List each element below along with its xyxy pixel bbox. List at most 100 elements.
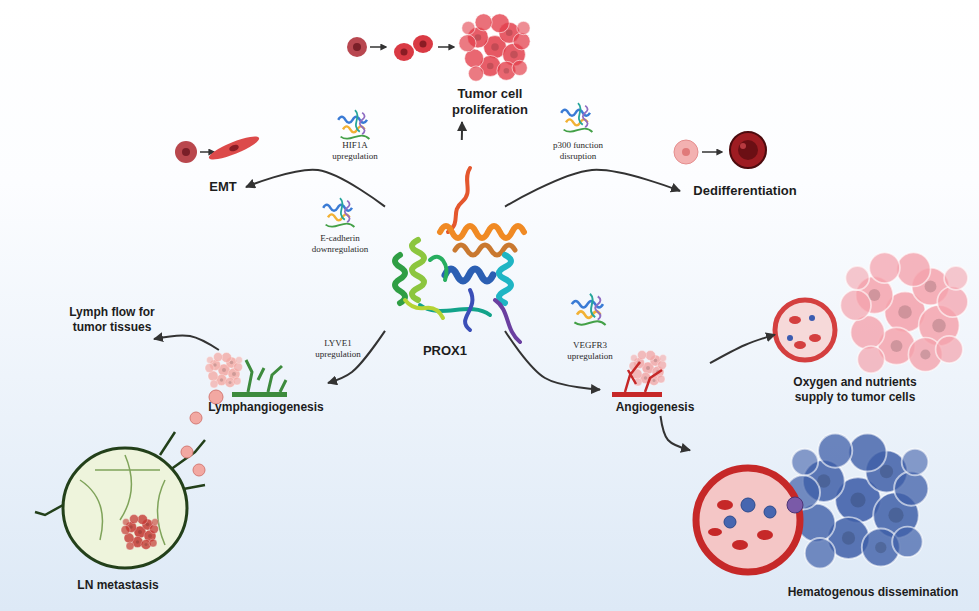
edge-label: HIF1A upregulation xyxy=(320,140,390,162)
node-label: Dedifferentiation xyxy=(680,183,810,199)
dissemination-illustration xyxy=(708,528,722,536)
nutrient-supply-illustration xyxy=(809,334,821,342)
node-label: Angiogenesis xyxy=(600,400,710,415)
lymph-node-illustration xyxy=(181,446,193,458)
prox1-protein-structure xyxy=(412,240,424,300)
outcome-node: Dedifferentiation xyxy=(680,180,810,202)
lymph-node-illustration xyxy=(190,412,202,424)
outcome-node: Tumor cell proliferation xyxy=(440,86,540,122)
angiogenesis-illustration xyxy=(612,351,667,398)
prox1-protein-structure xyxy=(499,255,511,303)
prox1-protein-structure xyxy=(440,226,524,238)
dissemination-illustration xyxy=(724,516,736,528)
lymphangiogenesis-illustration xyxy=(246,360,286,392)
prox1-protein-structure xyxy=(448,168,470,232)
emt-illustration xyxy=(175,141,197,163)
proliferation-illustration xyxy=(413,35,433,53)
protein-icon xyxy=(323,103,605,325)
lymph-node-illustration xyxy=(35,390,223,568)
arrow-connector xyxy=(710,335,775,364)
node-label: Tumor cell proliferation xyxy=(440,86,540,118)
lymph-node-illustration xyxy=(121,515,159,551)
proliferation-illustration xyxy=(438,46,454,48)
nutrient-supply-illustration xyxy=(775,253,968,374)
dissemination-illustration xyxy=(732,540,748,550)
protein-icon xyxy=(561,103,592,132)
edge-label: p300 function disruption xyxy=(543,140,613,162)
angiogenesis-illustration xyxy=(612,392,662,397)
nutrient-supply-illustration xyxy=(840,253,968,374)
outcome-node: LN metastasis xyxy=(60,430,210,596)
proliferation-illustration xyxy=(420,41,427,48)
outcome-node: Oxygen and nutrients supply to tumor cel… xyxy=(775,265,975,410)
prox1-protein-structure xyxy=(395,168,524,342)
emt-illustration xyxy=(200,151,214,153)
outcome-node: Angiogenesis xyxy=(600,350,710,416)
emt-illustration xyxy=(228,143,240,152)
node-label: Lymph flow for tumor tissues xyxy=(62,305,162,335)
dedifferentiation-illustration xyxy=(674,140,698,164)
connector-group xyxy=(154,122,775,450)
arrow-connector xyxy=(505,170,680,207)
proliferation-illustration xyxy=(353,43,361,51)
edge-label: VEGFR3 upregulation xyxy=(555,340,625,362)
arrow-connector xyxy=(661,416,691,450)
protein-icon xyxy=(338,110,369,139)
lymph-node-illustration xyxy=(193,464,205,476)
dissemination-illustration xyxy=(757,530,773,540)
nutrient-supply-illustration xyxy=(809,315,815,321)
lymph-node-illustration xyxy=(63,448,187,568)
emt-illustration xyxy=(182,148,190,156)
dedifferentiation-illustration xyxy=(730,132,766,168)
lymphangiogenesis-illustration xyxy=(232,392,287,397)
dedifferentiation-illustration xyxy=(674,132,766,168)
angiogenesis-illustration xyxy=(625,362,662,392)
prox1-protein-structure xyxy=(430,257,446,280)
nutrient-supply-illustration xyxy=(794,341,806,349)
emt-illustration xyxy=(207,132,262,163)
prox1-protein-structure xyxy=(395,255,405,303)
prox1-protein-structure xyxy=(405,300,443,318)
nutrient-supply-illustration xyxy=(775,300,835,360)
dissemination-illustration xyxy=(696,434,928,573)
protein-icon xyxy=(572,294,606,325)
dedifferentiation-illustration xyxy=(682,148,690,156)
dedifferentiation-illustration xyxy=(740,143,746,149)
prox1-protein-structure xyxy=(465,290,472,330)
dissemination-illustration xyxy=(741,498,755,512)
node-label: Oxygen and nutrients supply to tumor cel… xyxy=(785,375,925,405)
dedifferentiation-illustration xyxy=(738,140,758,160)
node-label: Lymphangiogenesis xyxy=(204,400,328,415)
node-label: PROX1 xyxy=(385,343,505,359)
dissemination-illustration xyxy=(787,497,803,513)
arrow-connector xyxy=(246,170,385,207)
prox1-protein-structure xyxy=(445,269,493,281)
dissemination-illustration xyxy=(764,506,776,518)
emt-illustration xyxy=(175,132,261,163)
node-label: LN metastasis xyxy=(60,578,176,593)
dissemination-illustration xyxy=(696,468,800,572)
outcome-node: EMT xyxy=(200,176,246,198)
proliferation-illustration xyxy=(401,49,408,56)
outcome-node: Lymph flow for tumor tissues xyxy=(62,303,162,339)
arrow-connector xyxy=(461,122,463,140)
nutrient-supply-illustration xyxy=(789,316,801,324)
proliferation-illustration xyxy=(347,14,530,81)
proliferation-illustration xyxy=(370,46,386,48)
proliferation-illustration xyxy=(459,14,530,81)
prox1-protein-structure xyxy=(495,300,520,342)
dedifferentiation-illustration xyxy=(702,151,722,153)
edge-label: LYVE1 upregulation xyxy=(303,338,373,360)
arrow-connector xyxy=(328,331,385,383)
node-label: Hematogenous dissemination xyxy=(778,585,968,600)
dissemination-illustration xyxy=(786,434,929,569)
annotation-label: E-cadherin downregulation xyxy=(305,233,375,255)
node-label: EMT xyxy=(200,179,246,195)
outcome-node: Hematogenous dissemination xyxy=(690,425,960,605)
dissemination-illustration xyxy=(717,500,733,510)
arrow-connector xyxy=(505,331,600,390)
